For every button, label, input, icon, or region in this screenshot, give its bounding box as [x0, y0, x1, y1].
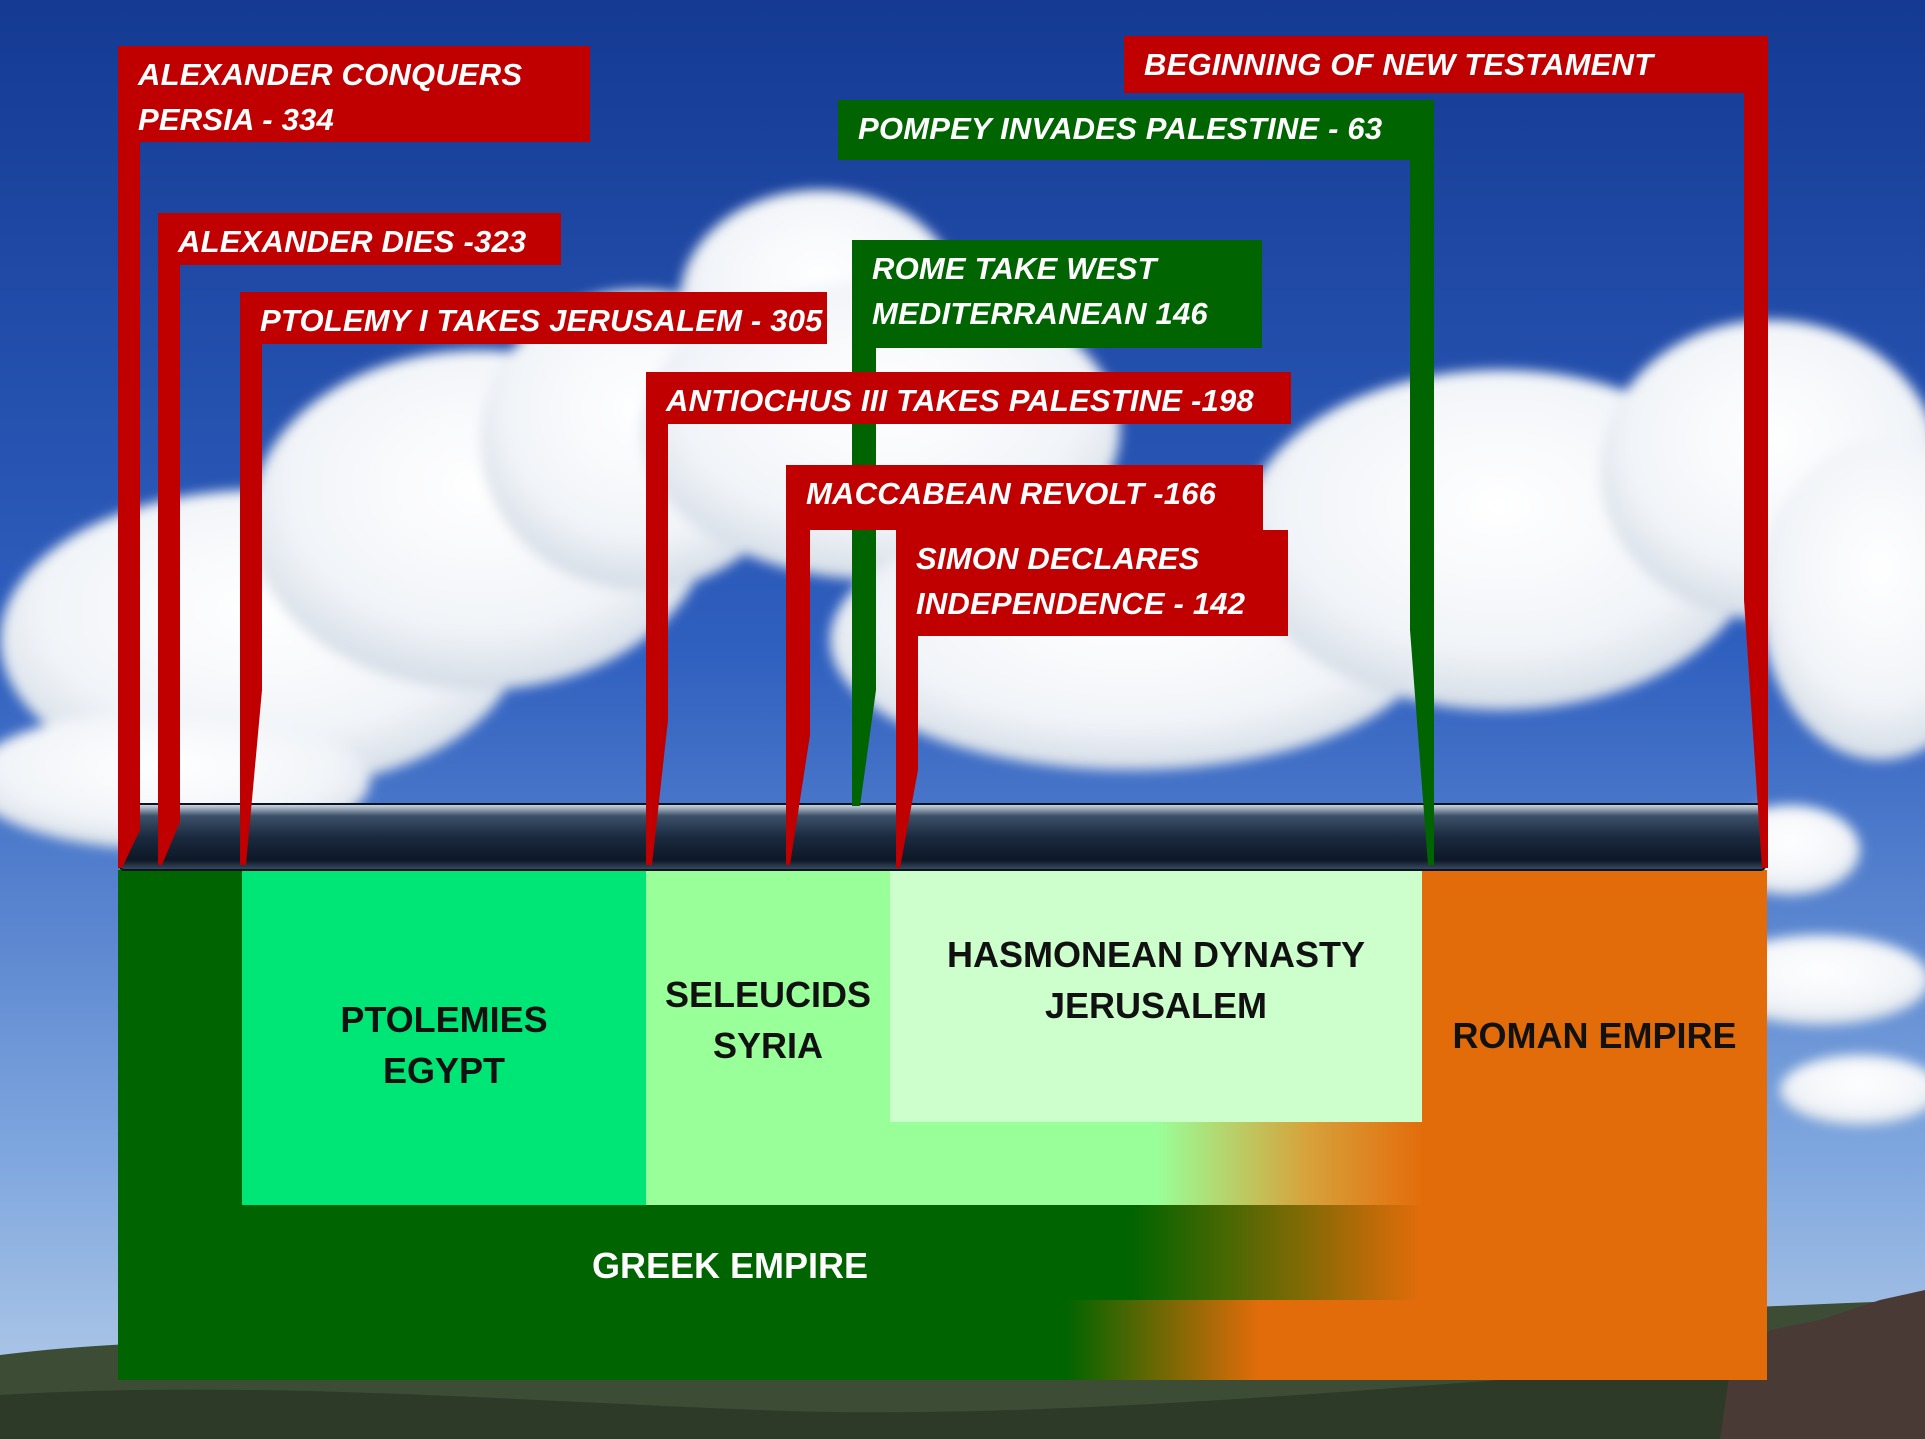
hills-near	[0, 1358, 1925, 1439]
event-alexander-conquers-line1: ALEXANDER CONQUERS	[138, 57, 523, 92]
greek-empire-line1: GREEK EMPIRE	[591, 1244, 869, 1286]
seleucid-hasmonean-fade	[890, 1120, 1423, 1205]
roman-empire-upper	[1422, 870, 1767, 1205]
event-pompey-invades: POMPEY INVADES PALESTINE - 63	[838, 100, 1434, 160]
seleucids-line1: SELEUCIDS	[664, 974, 872, 1015]
pointer-ptolemy	[240, 292, 262, 865]
ptolemies-line2: EGYPT	[382, 1050, 506, 1091]
region-label-greek-empire: GREEK EMPIRE	[480, 1235, 980, 1295]
event-maccabean-line1: MACCABEAN REVOLT -166	[806, 476, 1217, 511]
timeline-bar	[119, 803, 1766, 871]
rocks	[1720, 1290, 1925, 1439]
event-antiochus-line1: ANTIOCHUS III TAKES PALESTINE -198	[666, 383, 1254, 418]
region-label-ptolemies: PTOLEMIES EGYPT	[242, 970, 646, 1120]
pointer-antiochus	[646, 372, 668, 865]
event-alexander-dies: ALEXANDER DIES -323	[158, 213, 561, 265]
hasmonean-line2: JERUSALEM	[1044, 985, 1268, 1026]
event-alexander-conquers: ALEXANDER CONQUERS PERSIA - 334	[118, 46, 590, 142]
event-ptolemy-line1: PTOLEMY I TAKES JERUSALEM - 305	[260, 303, 823, 338]
region-label-hasmonean: HASMONEAN DYNASTY JERUSALEM	[890, 925, 1422, 1035]
greek-roman-transition-bottom	[773, 1300, 1423, 1380]
greek-roman-transition-mid	[773, 1205, 1423, 1300]
seleucids-region	[646, 870, 890, 1205]
event-rome-west-line2: MEDITERRANEAN 146	[872, 296, 1208, 331]
hasmonean-region	[890, 870, 1422, 1122]
ptolemies-line1: PTOLEMIES	[340, 999, 548, 1040]
event-alexander-conquers-line2: PERSIA - 334	[138, 102, 334, 137]
roman-empire-line1: ROMAN EMPIRE	[1452, 1014, 1737, 1056]
event-maccabean-revolt: MACCABEAN REVOLT -166	[786, 465, 1263, 530]
pointer-maccabean	[786, 465, 810, 865]
region-label-seleucids: SELEUCIDS SYRIA	[646, 950, 890, 1090]
region-label-roman-empire: ROMAN EMPIRE	[1422, 1005, 1767, 1065]
pointer-new-testament	[1744, 36, 1768, 868]
event-new-testament-line1: BEGINNING OF NEW TESTAMENT	[1144, 47, 1654, 82]
event-simon-declares: SIMON DECLARES INDEPENDENCE - 142	[896, 530, 1288, 636]
event-new-testament: BEGINNING OF NEW TESTAMENT	[1124, 36, 1768, 93]
event-rome-takes-west: ROME TAKE WEST MEDITERRANEAN 146	[852, 240, 1262, 348]
ptolemies-region	[242, 870, 646, 1205]
hasmonean-line1: HASMONEAN DYNASTY	[946, 934, 1366, 975]
event-ptolemy-takes-jerusalem: PTOLEMY I TAKES JERUSALEM - 305	[240, 292, 827, 344]
event-alexander-dies-line1: ALEXANDER DIES -323	[178, 224, 527, 259]
event-antiochus-takes-palestine: ANTIOCHUS III TAKES PALESTINE -198	[646, 372, 1291, 424]
event-pointers	[118, 36, 1768, 868]
event-simon-line2: INDEPENDENCE - 142	[916, 586, 1246, 621]
seleucids-line2: SYRIA	[712, 1025, 824, 1066]
pointer-alexander-dies	[158, 213, 180, 865]
event-rome-west-line1: ROME TAKE WEST	[872, 251, 1157, 286]
pointer-pompey	[1410, 100, 1434, 865]
event-simon-line1: SIMON DECLARES	[916, 541, 1200, 576]
event-pompey-line1: POMPEY INVADES PALESTINE - 63	[858, 111, 1383, 146]
pointer-alexander-conquers	[118, 46, 140, 868]
